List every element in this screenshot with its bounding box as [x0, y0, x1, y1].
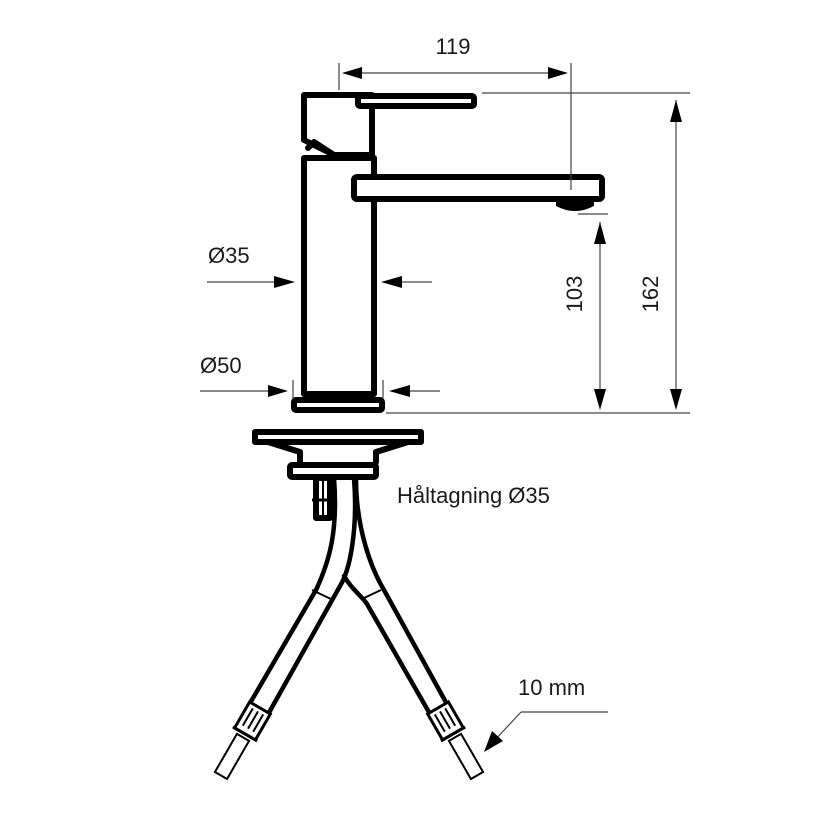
- total-height-label: 162: [638, 276, 663, 313]
- mounting-assembly: [252, 429, 424, 521]
- arrow-up-icon: [670, 100, 682, 122]
- arrow-up-icon: [594, 222, 606, 244]
- dimension-base-diameter: Ø50: [200, 353, 440, 398]
- arrow-down-icon: [594, 389, 606, 410]
- base-ring: [291, 397, 385, 413]
- mounting-plate: [252, 429, 424, 445]
- dimension-outlet-height: 103: [562, 213, 608, 410]
- body-diameter-label: Ø35: [208, 243, 250, 268]
- hole-size-annotation: Håltagning Ø35: [397, 483, 550, 508]
- spout: [351, 174, 605, 202]
- mounting-flange: [265, 439, 411, 465]
- arrow-right-icon: [274, 276, 295, 288]
- right-hose-joint: [363, 589, 382, 599]
- left-hose-outer: [243, 475, 338, 713]
- spout-reach-label: 119: [435, 34, 470, 59]
- lever-bevel: [305, 139, 337, 158]
- arrow-right-icon: [268, 385, 288, 397]
- arrow-left-icon: [389, 385, 410, 397]
- aerator: [556, 202, 594, 211]
- dimension-spout-reach: 119: [338, 34, 572, 190]
- arrow-left-icon: [342, 67, 362, 79]
- hose-size-callout: 10 mm: [484, 675, 608, 752]
- outlet-height-label: 103: [562, 276, 587, 313]
- right-hose-inner: [341, 573, 433, 717]
- supply-hoses: [213, 475, 485, 781]
- arrow-right-icon: [548, 67, 568, 79]
- left-hose-connector: [213, 699, 273, 781]
- lever-bar: [355, 93, 477, 109]
- base-diameter-label: Ø50: [200, 353, 242, 378]
- dimension-total-height: 162: [386, 92, 690, 414]
- hose-size-annotation: 10 mm: [518, 675, 585, 700]
- arrow-down-icon: [670, 389, 682, 410]
- arrow-pointer-icon: [484, 731, 503, 752]
- faucet-body: [291, 92, 605, 413]
- left-hose-joint: [311, 589, 334, 601]
- arrow-left-icon: [381, 276, 402, 288]
- dimension-body-diameter: Ø35: [207, 243, 432, 288]
- right-hose-outer: [353, 475, 451, 709]
- right-hose-connector: [425, 699, 485, 781]
